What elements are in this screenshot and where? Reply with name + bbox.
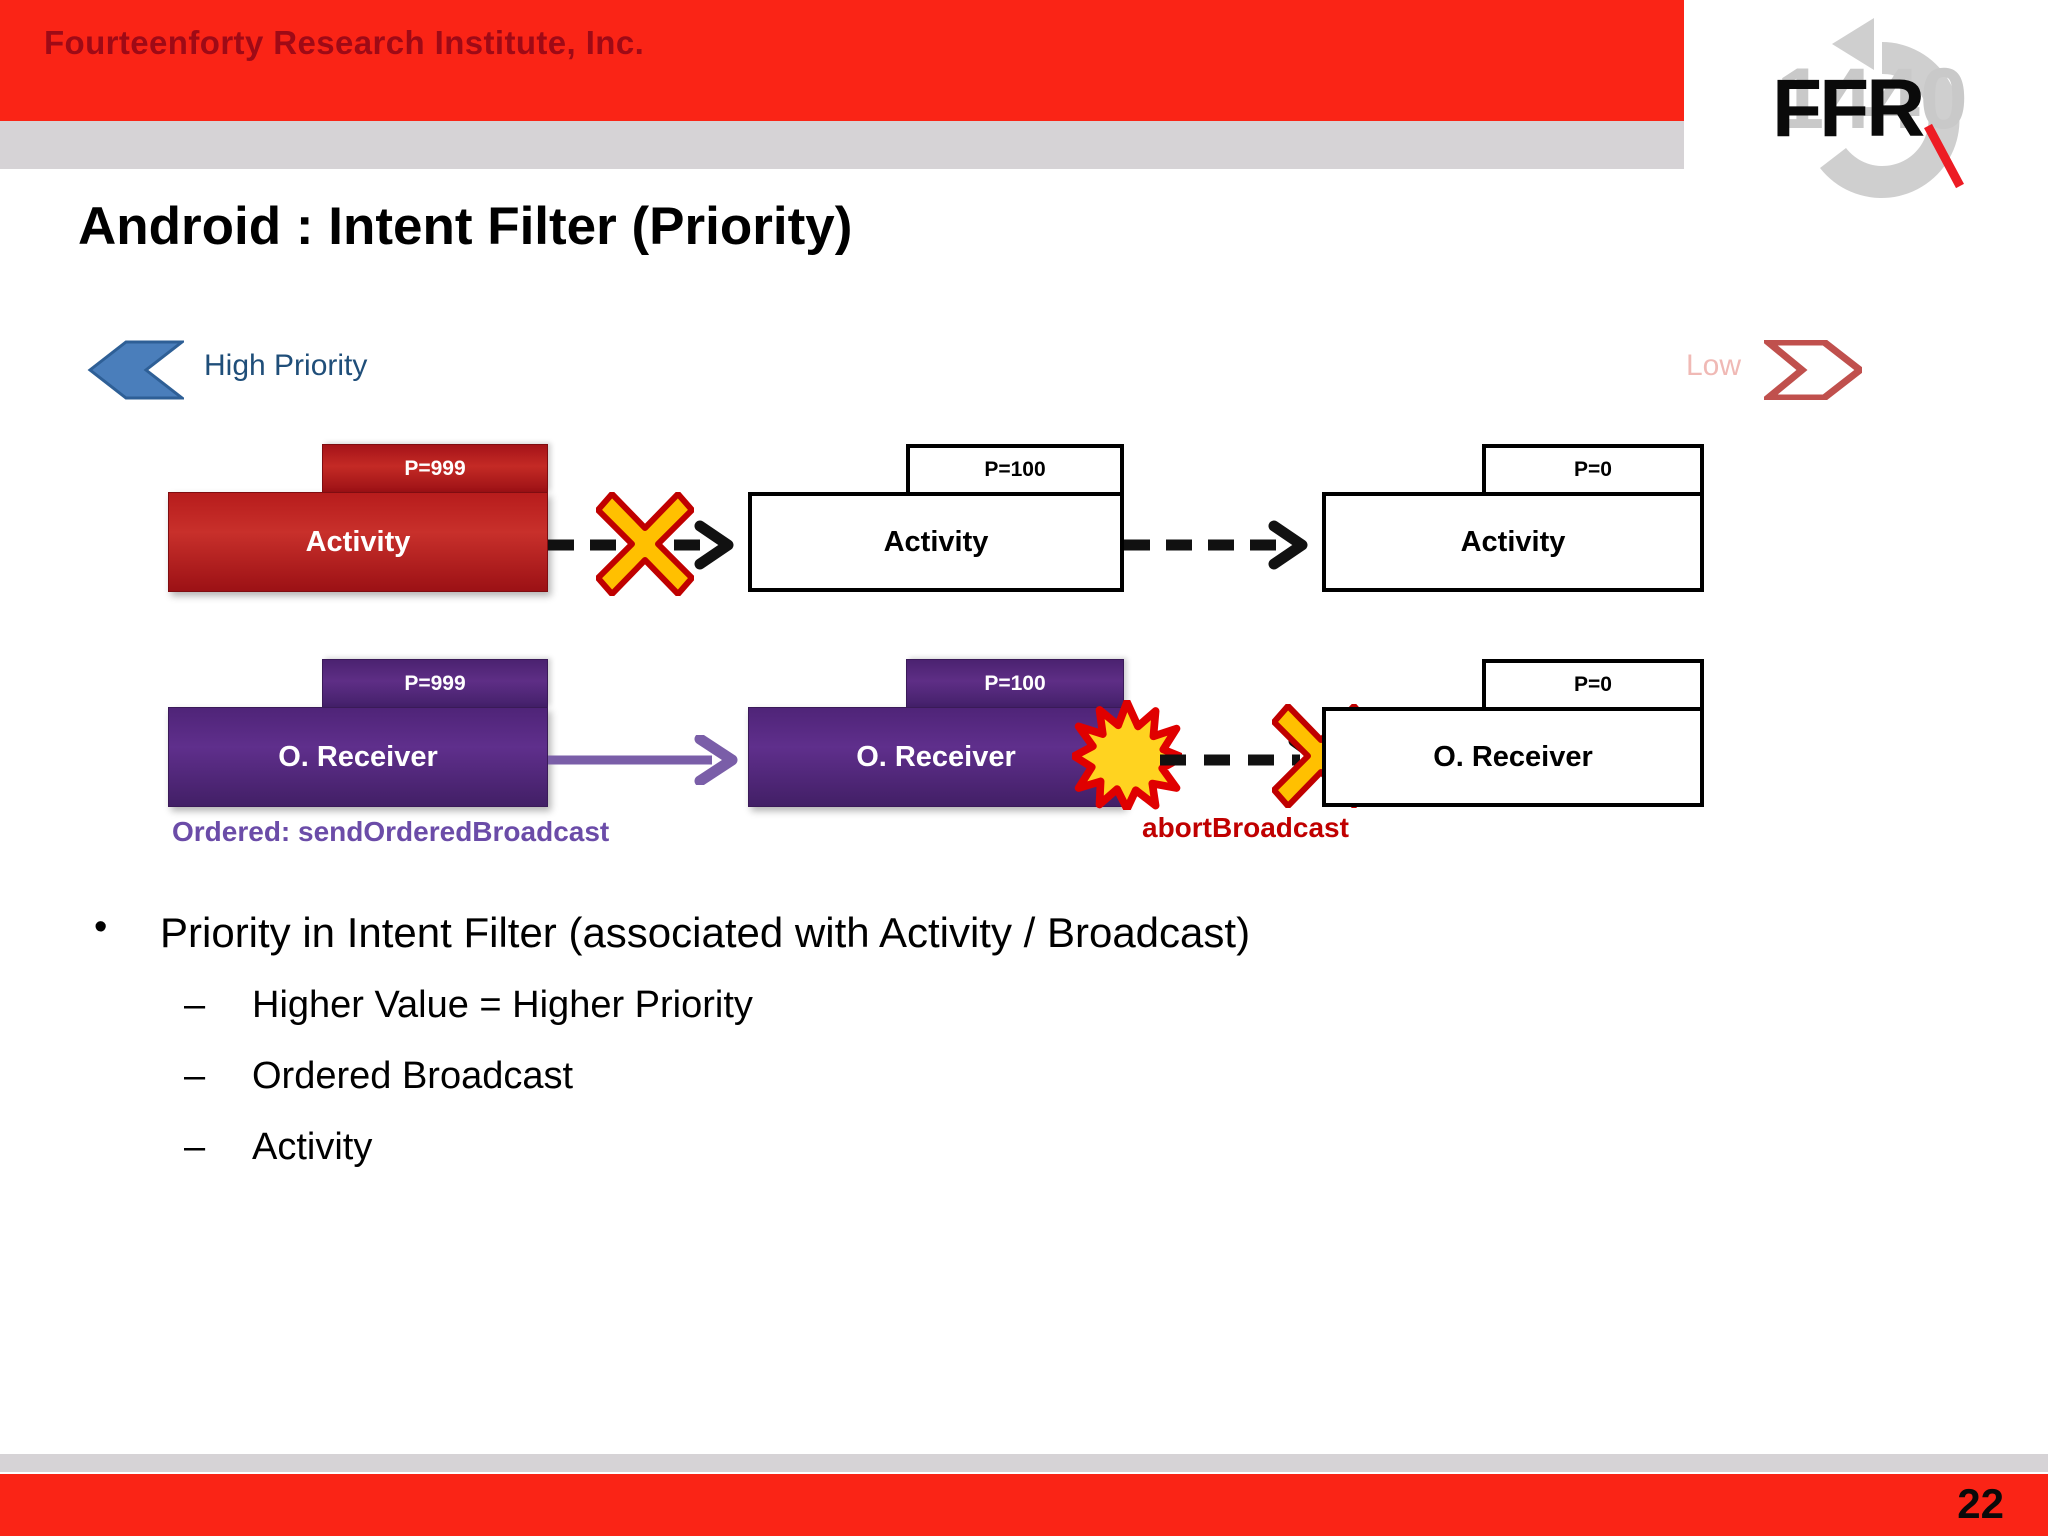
node-receiver-p0[interactable]: P=0 O. Receiver: [1322, 659, 1704, 807]
dash-marker-icon: –: [184, 984, 206, 1027]
connector-ordered-arrow: [548, 733, 748, 787]
dash-marker-icon: –: [184, 1054, 206, 1097]
connector-dashed-2: [1124, 520, 1322, 570]
node-label: O. Receiver: [748, 707, 1124, 807]
low-priority-chevron-icon: [1758, 338, 1866, 402]
list-item-label: Priority in Intent Filter (associated wi…: [160, 909, 1251, 956]
node-label: O. Receiver: [1322, 707, 1704, 807]
low-priority-label: Low: [1686, 349, 1742, 382]
svg-text:1440: 1440: [1776, 51, 1967, 147]
list-item-label: Higher Value = Higher Priority: [252, 984, 753, 1027]
abort-broadcast-caption: abortBroadcast: [1142, 812, 1349, 843]
company-name: Fourteenforty Research Institute, Inc.: [44, 24, 645, 61]
node-activity-p0[interactable]: P=0 Activity: [1322, 444, 1704, 592]
list-item-label: Ordered Broadcast: [252, 1054, 574, 1097]
header-gray-band: [0, 121, 1684, 169]
node-label: Activity: [1322, 492, 1704, 592]
page-title: Android : Intent Filter (Priority): [78, 197, 853, 256]
high-priority-label: High Priority: [204, 349, 368, 382]
node-activity-p999[interactable]: P=999 Activity: [168, 444, 548, 592]
dash-marker-icon: –: [184, 1125, 206, 1168]
ffr-logo: 1440 FFR: [1754, 8, 2004, 228]
abort-burst-icon: [1070, 698, 1186, 813]
footer-gray-band: [0, 1454, 2048, 1472]
node-priority-tab: P=0: [1482, 659, 1704, 707]
blocked-x-icon-1: [595, 491, 695, 597]
circular-arrow-icon: [1820, 18, 1960, 198]
node-label: Activity: [748, 492, 1124, 592]
page-number: 22: [1957, 1480, 2004, 1527]
header-red-band: [0, 0, 1684, 121]
svg-text:FFR: FFR: [1772, 63, 1924, 154]
node-activity-p100[interactable]: P=100 Activity: [748, 444, 1124, 592]
bullet-list: • Priority in Intent Filter (associated …: [78, 900, 1878, 1187]
node-label: Activity: [168, 492, 548, 592]
ffr-logo-svg: 1440 FFR: [1772, 18, 1968, 198]
node-priority-tab: P=100: [906, 444, 1124, 492]
node-receiver-p100[interactable]: P=100 O. Receiver: [748, 659, 1124, 807]
ordered-broadcast-caption: Ordered: sendOrderedBroadcast: [172, 816, 610, 847]
node-priority-tab: P=999: [322, 659, 548, 707]
list-item: • Priority in Intent Filter (associated …: [78, 900, 1878, 965]
list-item: – Activity: [78, 1117, 1878, 1178]
node-label: O. Receiver: [168, 707, 548, 807]
list-item: – Ordered Broadcast: [78, 1046, 1878, 1107]
node-priority-tab: P=100: [906, 659, 1124, 707]
list-item-label: Activity: [252, 1125, 373, 1168]
node-receiver-p999[interactable]: P=999 O. Receiver: [168, 659, 548, 807]
list-item: – Higher Value = Higher Priority: [78, 975, 1878, 1036]
connector-blocked-1: [548, 520, 748, 570]
high-priority-chevron-icon: [86, 340, 187, 400]
footer-red-band: [0, 1474, 2048, 1536]
node-priority-tab: P=0: [1482, 444, 1704, 492]
bullet-marker-icon: •: [94, 906, 108, 948]
node-priority-tab: P=999: [322, 444, 548, 492]
